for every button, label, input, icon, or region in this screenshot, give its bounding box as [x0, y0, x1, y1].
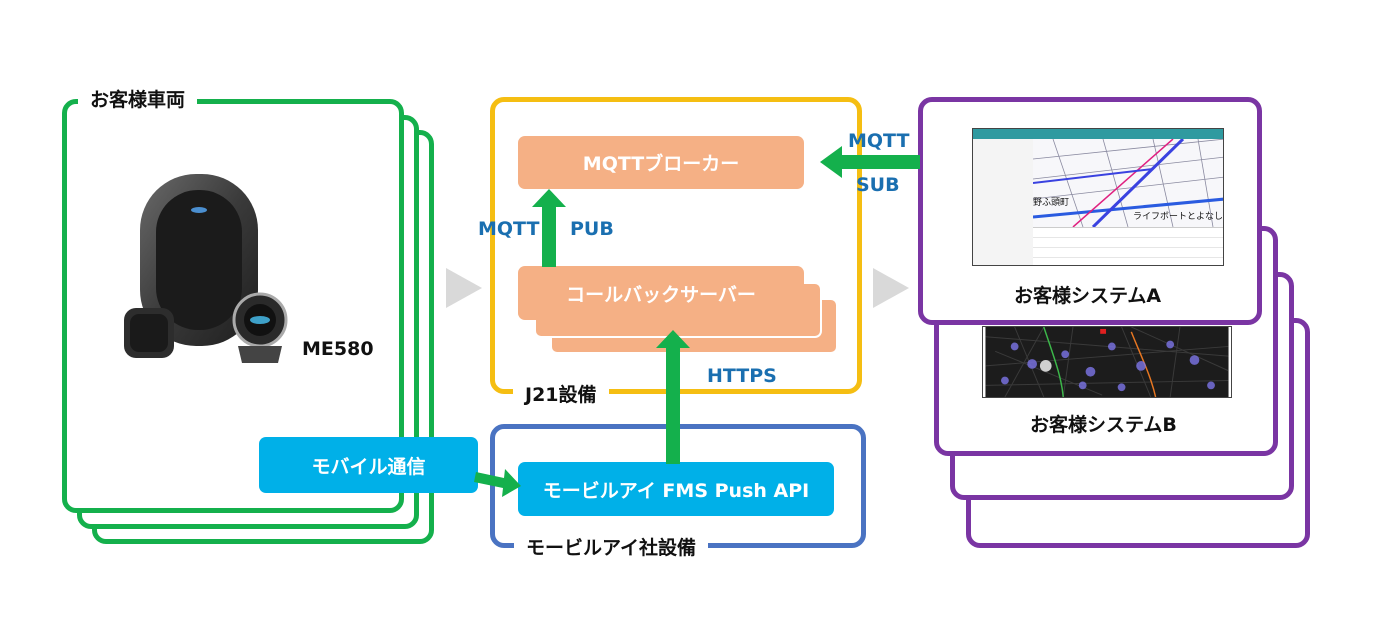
system-a-sidebar — [973, 139, 1034, 265]
callback-server-box: コールバックサーバー — [518, 266, 804, 320]
pub-label-right: PUB — [570, 218, 614, 240]
pub-arrow — [532, 189, 566, 267]
sub-label-bottom: SUB — [856, 174, 900, 196]
sub-arrow — [820, 146, 920, 178]
mqtt-broker-box: MQTTブローカー — [518, 136, 804, 189]
me580-device-image — [124, 174, 288, 363]
device-label: ME580 — [302, 338, 374, 360]
system-b-label: お客様システムB — [1030, 414, 1177, 436]
https-label: HTTPS — [707, 365, 777, 387]
flow-arrow-1 — [446, 268, 482, 308]
flow-arrow-2 — [873, 268, 909, 308]
system-b-map-screen — [982, 326, 1232, 398]
fms-push-api-box: モービルアイ FMS Push API — [518, 462, 834, 516]
system-a-map-street: ライフボートとよなし — [1133, 211, 1223, 222]
comm-to-api-arrow — [474, 469, 521, 497]
pub-label-left: MQTT — [478, 218, 540, 240]
vehicle-title: お客様車両 — [78, 88, 198, 112]
system-a-map: 野ふ頭町 ライフボートとよなし — [1033, 139, 1223, 227]
https-arrow — [656, 330, 690, 464]
j21-title: J21設備 — [513, 383, 609, 407]
sub-label-top: MQTT — [848, 130, 910, 152]
system-a-label: お客様システムA — [1014, 285, 1162, 307]
system-a-map-place: 野ふ頭町 — [1033, 197, 1069, 208]
system-a-header-bar — [973, 129, 1223, 139]
system-a-screen: 野ふ頭町 ライフボートとよなし — [972, 128, 1224, 266]
mobile-comm-box: モバイル通信 — [259, 437, 478, 493]
mobileye-title: モービルアイ社設備 — [514, 536, 709, 560]
system-a-table — [1033, 227, 1223, 265]
